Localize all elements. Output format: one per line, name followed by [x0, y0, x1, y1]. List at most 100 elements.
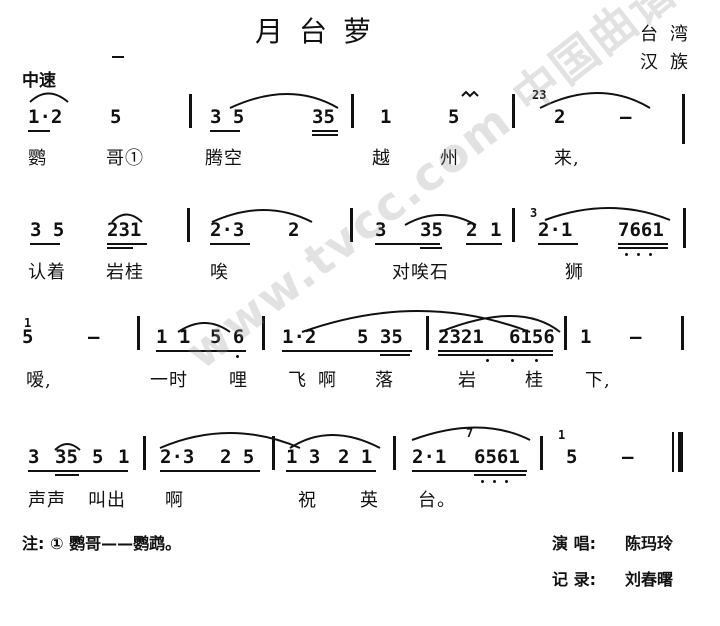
origin-region: 台湾 — [640, 24, 700, 45]
beam — [30, 243, 60, 245]
barline — [262, 316, 265, 350]
octave-dot — [511, 359, 514, 362]
slur-3-2 — [301, 310, 531, 333]
lyric-2-4: 对唉石 — [392, 262, 449, 283]
barline — [393, 436, 396, 470]
lyric-4-2: 叫出 — [88, 490, 126, 511]
lyric-4-6: 台。 — [418, 490, 456, 511]
note-4-2: 35 — [55, 446, 78, 468]
note-2-7: 2 — [466, 219, 478, 241]
origin-ethnicity: 汉族 — [640, 52, 700, 73]
beam — [286, 470, 376, 472]
note-3-1: 5 — [22, 326, 34, 348]
lyric-1-4: 越 — [372, 148, 391, 169]
beam — [312, 130, 338, 132]
grace-note-4-2: 1 — [558, 428, 566, 442]
lyric-3-1: 嗳, — [26, 370, 52, 391]
note-1-5: 1 — [380, 106, 392, 128]
note-1-6: 5 — [448, 106, 460, 128]
barline — [272, 436, 275, 470]
octave-dot — [535, 359, 538, 362]
lyric-4-3: 啊 — [165, 490, 184, 511]
lyric-3-5: 啊 — [318, 370, 337, 391]
barline — [512, 208, 515, 242]
lyric-3-9: 下, — [585, 370, 611, 391]
note-4-12: – — [622, 446, 634, 468]
lyric-3-8: 桂 — [525, 370, 544, 391]
note-1-4: 35 — [312, 106, 335, 128]
octave-dot — [625, 253, 628, 256]
note-3-6: 5 35 — [357, 326, 403, 348]
beam — [312, 134, 338, 136]
note-3-7: 2321 — [438, 326, 484, 348]
barline — [564, 316, 567, 350]
lyric-1-2: 哥① — [106, 148, 144, 169]
barline — [189, 94, 192, 128]
credit-singer-role: 演 唱: — [552, 534, 596, 553]
note-3-3: 1 1 — [156, 326, 191, 348]
beam — [438, 350, 553, 352]
barline — [351, 94, 354, 128]
credit-singer-name: 陈玛玲 — [625, 534, 674, 553]
note-1-1: 1·2 — [28, 106, 63, 128]
beam — [160, 470, 260, 472]
note-4-5: 2·3 — [160, 446, 195, 468]
lyric-2-5: 狮 — [565, 262, 584, 283]
note-2-2: 231 — [107, 219, 142, 241]
barline — [681, 316, 684, 350]
barline — [350, 208, 353, 242]
lyric-3-2: 一时 — [150, 370, 188, 391]
note-2-8: 1 — [490, 219, 502, 241]
final-barline-thick — [678, 432, 683, 472]
beam — [466, 243, 502, 245]
lyric-2-2: 岩桂 — [106, 262, 144, 283]
lyric-3-3: 哩 — [229, 370, 248, 391]
barline — [512, 94, 515, 128]
note-4-10: 6561 — [474, 446, 520, 468]
note-2-5: 3 — [375, 219, 387, 241]
barline — [682, 94, 685, 144]
barline — [683, 208, 686, 248]
beam — [282, 350, 412, 352]
lyric-4-4: 祝 — [298, 490, 317, 511]
octave-dot — [486, 359, 489, 362]
note-3-2: – — [88, 326, 100, 348]
final-barline-thin — [672, 432, 674, 472]
note-4-4: 1 — [118, 446, 130, 468]
lyric-1-1: 鹦 — [28, 148, 47, 169]
beam — [380, 354, 410, 356]
octave-dot — [649, 253, 652, 256]
lyric-3-4: 飞 — [288, 370, 307, 391]
note-4-11: 5 — [566, 446, 578, 468]
note-2-4: 2 — [288, 219, 300, 241]
lyric-4-1: 声声 — [28, 490, 66, 511]
note-4-8: 2 1 — [338, 446, 373, 468]
watermark-text: www.tvcc.com 中国曲谱网 — [175, 0, 720, 380]
beam — [438, 354, 553, 356]
lyric-1-5: 州 — [440, 148, 459, 169]
octave-dot — [637, 253, 640, 256]
lyric-3-6: 落 — [375, 370, 394, 391]
barline — [540, 436, 543, 470]
lyric-1-6: 来, — [554, 148, 580, 169]
beam — [618, 247, 668, 249]
beam — [375, 243, 440, 245]
note-3-8: 6156 — [509, 326, 555, 348]
lyric-2-3: 唉 — [210, 262, 229, 283]
beam — [107, 247, 133, 249]
slur-1-1 — [29, 92, 69, 103]
note-1-7: 2 — [554, 106, 566, 128]
note-1-2: 5 — [110, 106, 122, 128]
credit-recorder-role: 记 录: — [552, 570, 596, 589]
note-1-3: 3 5 — [210, 106, 245, 128]
beam — [28, 130, 50, 132]
note-4-7: 1 3 — [286, 446, 321, 468]
beam — [156, 350, 246, 352]
note-2-3: 2·3 — [210, 219, 245, 241]
beam — [474, 474, 526, 476]
note-3-10: – — [630, 326, 642, 348]
beam — [210, 243, 250, 245]
note-2-9: 2·1 — [538, 219, 573, 241]
lyric-2-1: 认着 — [28, 262, 66, 283]
note-3-4: 5 6 — [210, 326, 245, 348]
